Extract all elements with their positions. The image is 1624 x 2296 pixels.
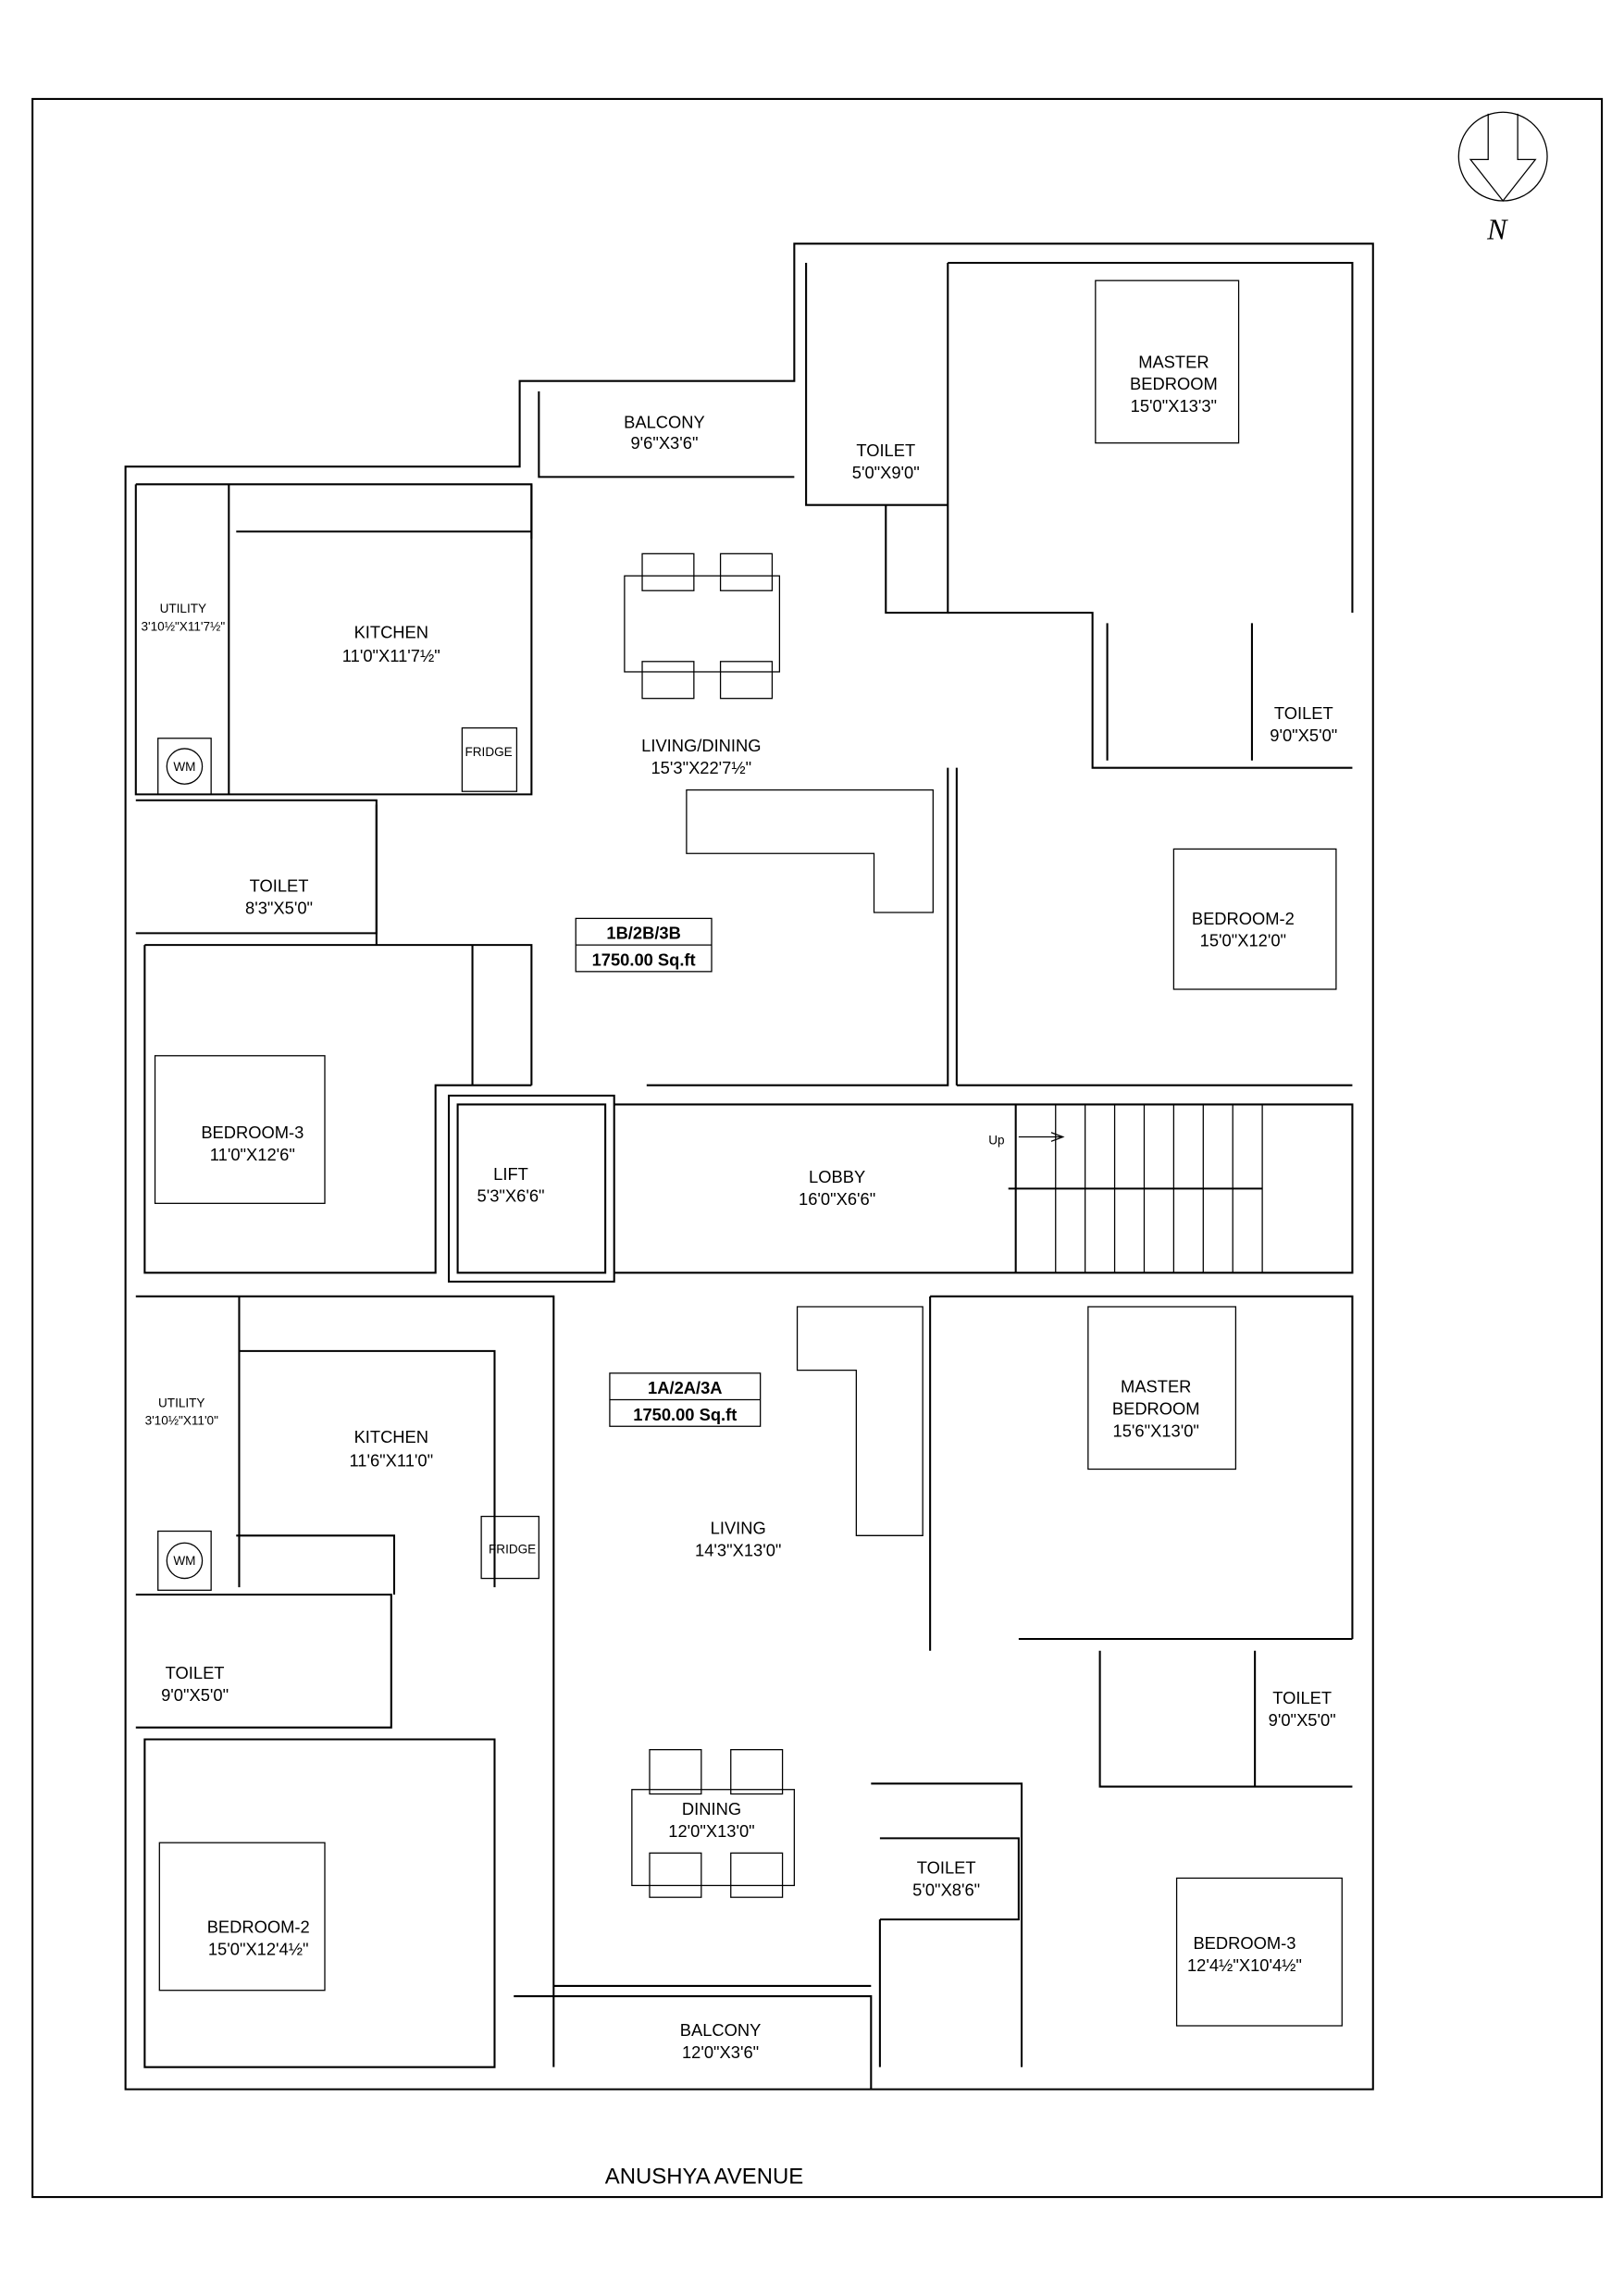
room-kitchen-top: KITCHEN 11'0"X11'7½" [342,622,440,665]
room-label-text: 3'10½"X11'7½" [142,619,226,633]
unit-name: 1A/2A/3A [648,1378,722,1397]
room-label-text: LIFT [493,1164,528,1184]
room-kitchen-bottom: KITCHEN 11'6"X11'0" [349,1427,433,1471]
unit-area: 1750.00 Sq.ft [592,949,696,969]
room-label-text: 8'3"X5'0" [245,899,313,918]
washing-machine-bottom: WM [157,1530,212,1591]
room-label-text: UTILITY [158,1396,205,1410]
sofa-top [686,788,934,913]
dining-table-top [624,552,781,700]
room-master-bedroom-bottom: MASTER BEDROOM 15'6"X13'0" [1112,1377,1200,1441]
room-label-text: 5'3"X6'6" [477,1186,545,1206]
room-label-text: 3'10½"X11'0" [145,1414,219,1428]
room-label-text: LIVING/DINING [641,736,761,755]
room-label-text: WM [173,1554,195,1568]
room-label-text: 5'0"X9'0" [852,463,920,482]
sofa-bottom [796,1306,924,1536]
room-toilet-top-3: TOILET 8'3"X5'0" [245,876,313,918]
room-label-text: 14'3"X13'0" [695,1541,781,1560]
room-label-text: MASTER [1138,352,1209,371]
room-label-text: BALCONY [680,2020,762,2040]
room-label-text: 11'6"X11'0" [349,1450,433,1470]
room-master-bedroom-top: MASTER BEDROOM 15'0"X13'3" [1130,352,1218,416]
room-label-text: 12'0"X13'0" [668,1821,754,1841]
room-label-text: MASTER [1121,1377,1191,1396]
room-label-text: 15'0"X12'4½" [208,1939,309,1958]
street-name: ANUSHYA AVENUE [605,2165,803,2190]
room-label-text: 15'0"X13'3" [1131,396,1217,416]
room-lobby: LOBBY 16'0"X6'6" [799,1167,875,1209]
room-label-text: DINING [682,1799,741,1818]
room-label-text: TOILET [1272,1688,1332,1707]
room-label-text: TOILET [917,1858,976,1878]
room-label-text: TOILET [250,876,309,896]
washing-machine-top: WM [157,738,212,796]
room-label-text: KITCHEN [354,622,428,641]
room-label-text: FRIDGE [489,1542,536,1556]
room-label-text: BEDROOM [1112,1398,1200,1418]
room-label-text: 9'0"X5'0" [161,1685,229,1705]
room-label-text: 15'3"X22'7½" [651,758,751,777]
room-label-text: 16'0"X6'6" [799,1189,875,1209]
room-label-text: TOILET [1274,703,1333,723]
room-bedroom-2-bottom: BEDROOM-2 15'0"X12'4½" [207,1917,310,1958]
room-toilet-bottom-1: TOILET 9'0"X5'0" [161,1663,229,1705]
room-label-text: LOBBY [809,1167,865,1186]
room-bedroom-3-bottom: BEDROOM-312'4½"X10'4½" [1187,1933,1302,1975]
room-label-text: LIVING [711,1519,766,1538]
fridge-bottom: FRIDGE [480,1515,539,1580]
unit-badge-top: 1B/2B/3B 1750.00 Sq.ft [575,917,713,973]
room-label-text: WM [173,760,195,774]
room-label-text: 11'0"X12'6" [210,1145,295,1164]
room-label-text: 9'0"X5'0" [1270,726,1337,745]
room-label-text: BEDROOM-2 [207,1917,310,1936]
room-label-text: KITCHEN [354,1427,428,1446]
unit-badge-bottom: 1A/2A/3A 1750.00 Sq.ft [609,1372,762,1427]
bed-icons [154,279,1343,2027]
dining-table-bottom [631,1749,795,1898]
room-utility-top: UTILITY 3'10½"X11'7½" [142,602,226,633]
room-bedroom-2-top: BEDROOM-2 15'0"X12'0" [1192,909,1295,950]
room-label-text: TOILET [856,441,915,460]
staircase [1018,1104,1263,1273]
sheet-border [31,97,1604,2199]
north-arrow-icon: N [1457,111,1548,245]
room-label-text: FRIDGE [465,745,513,759]
room-toilet-top-1: TOILET 5'0"X9'0" [852,441,920,482]
fridge-top: FRIDGE [461,726,518,792]
room-label-text: BEDROOM-2 [1192,909,1295,928]
room-dining-bottom: DINING 12'0"X13'0" [668,1799,754,1841]
room-label-text: BEDROOM-3 [1193,1933,1295,1953]
room-label-text: BEDROOM-3 [201,1123,304,1142]
room-label-text: UTILITY [160,602,206,615]
room-label-text: TOILET [166,1663,225,1682]
room-label-text: 5'0"X8'6" [912,1880,980,1900]
room-label-text: 11'0"X11'7½" [342,646,440,665]
walls [124,242,1374,2091]
room-bedroom-3-top: BEDROOM-3 11'0"X12'6" [201,1123,304,1164]
room-living-bottom: LIVING 14'3"X13'0" [695,1519,781,1560]
stair-up-label: Up [988,1134,1004,1148]
room-label-text: 12'0"X3'6" [682,2042,759,2062]
room-label-text: 15'0"X12'0" [1200,931,1286,950]
room-label-text: 12'4½"X10'4½" [1187,1955,1302,1975]
unit-area: 1750.00 Sq.ft [633,1405,737,1424]
room-label-text: 15'6"X13'0" [1113,1421,1199,1440]
room-label-text: 9'0"X5'0" [1269,1710,1336,1730]
unit-name: 1B/2B/3B [606,924,680,943]
north-label: N [1486,213,1508,245]
room-toilet-bottom-2: TOILET 9'0"X5'0" [1269,1688,1336,1730]
room-utility-bottom: UTILITY 3'10½"X11'0" [145,1396,219,1428]
room-label-text: 9'6"X3'6" [630,433,698,453]
room-label-text: BALCONY [624,413,705,432]
room-living-dining-top: LIVING/DINING 15'3"X22'7½" [641,736,761,777]
room-label-text: BEDROOM [1130,374,1218,393]
room-toilet-top-2: TOILET 9'0"X5'0" [1270,703,1337,745]
